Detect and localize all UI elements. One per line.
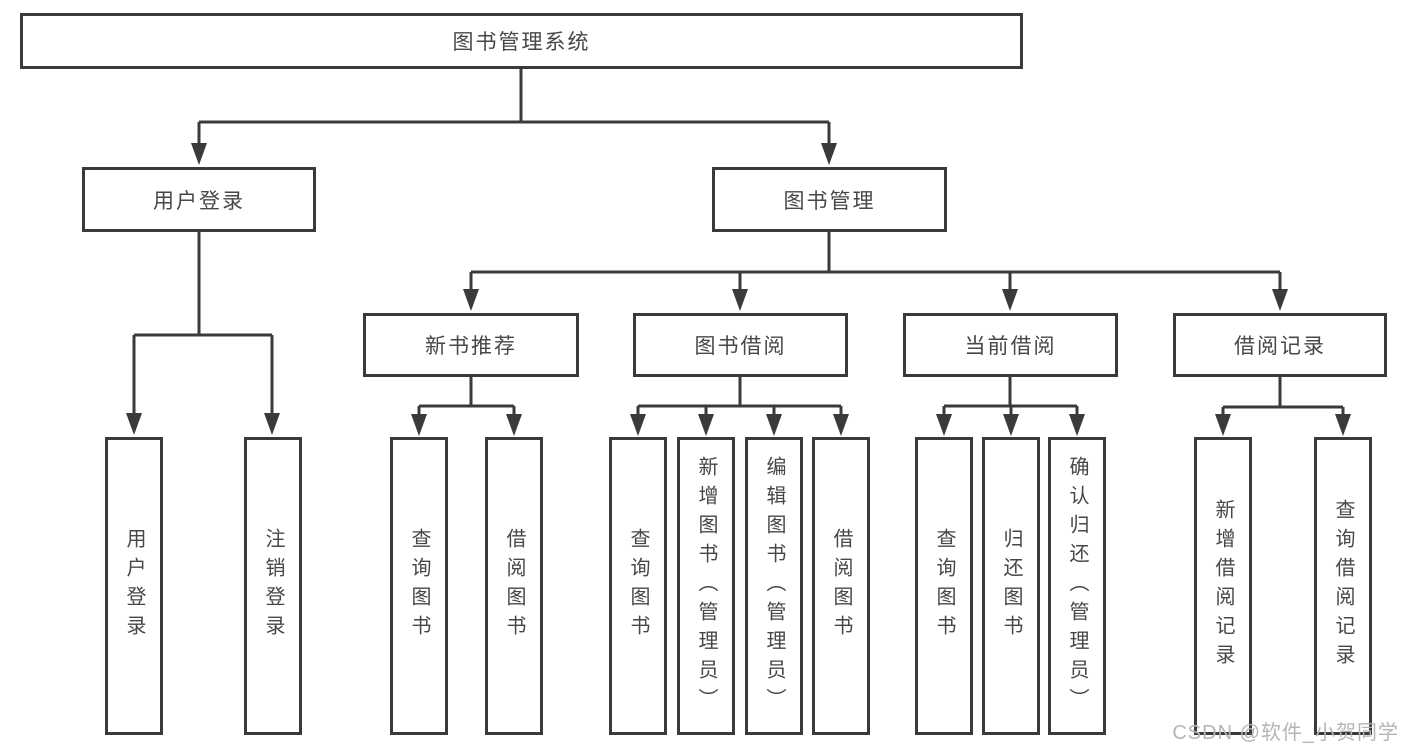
node-new-book-recommend: 新书推荐: [363, 313, 579, 377]
leaf-records-query: 查询借阅记录: [1314, 437, 1372, 735]
leaf-records-query-label: 查询借阅记录: [1332, 499, 1354, 673]
leaf-borrow-edit-admin-label: 编辑图书（管理员）: [763, 455, 785, 717]
leaf-borrow-borrow: 借阅图书: [812, 437, 870, 735]
node-book-management: 图书管理: [712, 167, 947, 232]
node-book-borrow: 图书借阅: [633, 313, 848, 377]
node-root-label: 图书管理系统: [452, 31, 591, 54]
node-book-borrow-label: 图书借阅: [694, 335, 787, 358]
leaf-borrow-query: 查询图书: [609, 437, 667, 735]
node-current-borrow: 当前借阅: [903, 313, 1118, 377]
leaf-newbook-query-label: 查询图书: [408, 528, 430, 644]
leaf-current-return: 归还图书: [982, 437, 1040, 735]
leaf-borrow-add-admin-label: 新增图书（管理员）: [695, 455, 717, 717]
node-user-login-label: 用户登录: [153, 189, 245, 213]
leaf-logout-label: 注销登录: [262, 528, 284, 644]
leaf-current-query: 查询图书: [915, 437, 973, 735]
leaf-borrow-query-label: 查询图书: [627, 528, 649, 644]
node-new-book-recommend-label: 新书推荐: [425, 335, 517, 358]
leaf-current-return-label: 归还图书: [1000, 528, 1022, 644]
leaf-newbook-query: 查询图书: [390, 437, 448, 735]
node-borrow-records-label: 借阅记录: [1234, 335, 1326, 358]
leaf-newbook-borrow: 借阅图书: [485, 437, 543, 735]
leaf-newbook-borrow-label: 借阅图书: [503, 528, 525, 644]
leaf-records-add-label: 新增借阅记录: [1212, 499, 1234, 673]
leaf-borrow-add-admin: 新增图书（管理员）: [677, 437, 735, 735]
leaf-borrow-edit-admin: 编辑图书（管理员）: [745, 437, 803, 735]
leaf-user-login-label: 用户登录: [123, 528, 145, 644]
leaf-current-confirm-admin: 确认归还（管理员）: [1048, 437, 1106, 735]
leaf-user-login: 用户登录: [105, 437, 163, 735]
leaf-records-add: 新增借阅记录: [1194, 437, 1252, 735]
node-book-management-label: 图书管理: [783, 189, 876, 213]
node-user-login: 用户登录: [82, 167, 316, 232]
leaf-current-confirm-admin-label: 确认归还（管理员）: [1066, 455, 1088, 717]
leaf-borrow-borrow-label: 借阅图书: [830, 528, 852, 644]
node-borrow-records: 借阅记录: [1173, 313, 1387, 377]
csdn-watermark: CSDN @软件_小贺同学: [1172, 722, 1399, 744]
node-current-borrow-label: 当前借阅: [964, 335, 1057, 358]
leaf-logout: 注销登录: [244, 437, 302, 735]
leaf-current-query-label: 查询图书: [933, 528, 955, 644]
node-root-system: 图书管理系统: [20, 13, 1023, 69]
